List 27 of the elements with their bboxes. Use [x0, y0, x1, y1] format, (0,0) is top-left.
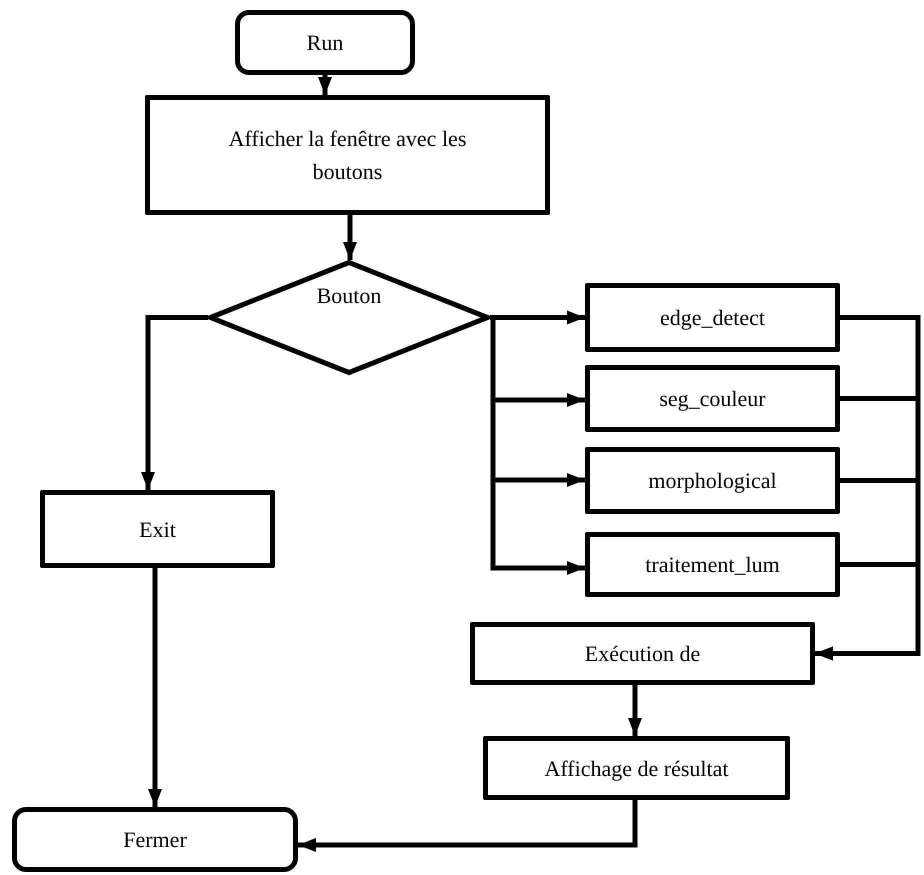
- process-box: [40, 490, 275, 568]
- node-label: Bouton: [316, 282, 382, 310]
- arrow: [141, 315, 208, 490]
- node-label: seg_couleur: [659, 385, 766, 413]
- terminal-box: [235, 10, 415, 75]
- process-box: [483, 736, 790, 800]
- arrow: [298, 800, 638, 852]
- node-label: traitement_lum: [645, 551, 780, 579]
- process-box: [585, 447, 840, 514]
- arrow: [628, 685, 642, 736]
- arrow: [343, 215, 357, 260]
- process-box: [585, 283, 840, 352]
- node-label: Exécution de: [584, 640, 700, 668]
- process-box: [470, 622, 815, 685]
- node-label: edge_detect: [660, 304, 766, 332]
- process-box: [145, 95, 550, 215]
- node-label: Affichage de résultat: [544, 754, 729, 783]
- arrow: [148, 568, 162, 807]
- node-label: Fermer: [123, 826, 187, 854]
- process-box: [585, 532, 840, 597]
- process-box: [585, 365, 840, 432]
- arrow: [318, 75, 332, 95]
- node-label: Exit: [139, 516, 176, 544]
- node-label: Afficher la fenêtre avec les boutons: [228, 125, 468, 186]
- node-label: morphological: [648, 467, 777, 495]
- node-label: Run: [306, 29, 344, 57]
- terminal-box: [12, 807, 298, 872]
